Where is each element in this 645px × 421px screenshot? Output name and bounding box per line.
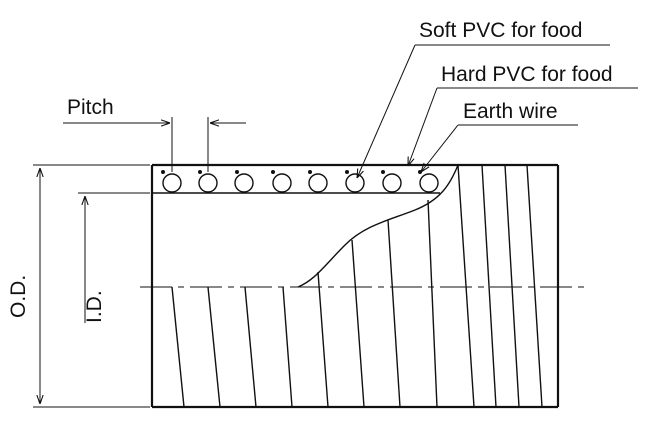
soft-pvc-leader: [357, 44, 416, 178]
earth-wire-dot: [235, 170, 239, 174]
id-label: I.D.: [83, 290, 106, 323]
earth-wire-dot: [308, 170, 312, 174]
helix-stripe: [282, 286, 293, 408]
helix-circle: [419, 173, 439, 193]
callouts: Soft PVC for food Hard PVC for food Eart…: [357, 19, 638, 178]
helix-stripes-upper: [317, 164, 543, 408]
od-label: O.D.: [7, 275, 30, 318]
helix-circle: [308, 173, 328, 193]
helix-stripe: [317, 271, 329, 408]
helix-stripes-lower: [171, 286, 293, 408]
helix-circle: [198, 173, 218, 193]
helix-stripe: [244, 286, 257, 408]
helix-stripe: [481, 164, 497, 408]
hard-pvc-label: Hard PVC for food: [441, 63, 613, 86]
earth-wire-label: Earth wire: [463, 100, 558, 123]
cutaway-curve: [297, 164, 459, 288]
earth-wire-dot: [271, 170, 275, 174]
hard-pvc-leader: [408, 87, 438, 166]
od-dimension: O.D.: [7, 164, 150, 408]
id-dimension: I.D.: [78, 192, 150, 323]
helix-stripe: [171, 286, 185, 408]
soft-pvc-label: Soft PVC for food: [419, 19, 582, 42]
helix-stripe: [504, 164, 520, 408]
helix-stripe: [427, 199, 438, 408]
helix-stripe: [351, 239, 365, 408]
helix-stripe: [207, 286, 221, 408]
helix-stripe: [526, 164, 543, 408]
earth-wire-leader: [421, 124, 459, 172]
helix-stripe: [387, 219, 401, 408]
earth-wire-dot: [345, 170, 349, 174]
earth-wire-dot: [381, 170, 385, 174]
helix-circle: [382, 173, 402, 193]
helix-circle: [272, 173, 292, 193]
helix-circle: [345, 173, 365, 193]
helix-stripe: [457, 164, 475, 408]
helix-cross-sections: [162, 173, 439, 193]
earth-wire-dot: [198, 170, 202, 174]
earth-wire-dots: [161, 170, 422, 174]
pitch-label: Pitch: [67, 96, 114, 119]
helix-circle: [162, 173, 182, 193]
earth-wire-dot: [161, 170, 165, 174]
pitch-dimension: Pitch: [63, 96, 246, 172]
helix-circle: [234, 173, 254, 193]
